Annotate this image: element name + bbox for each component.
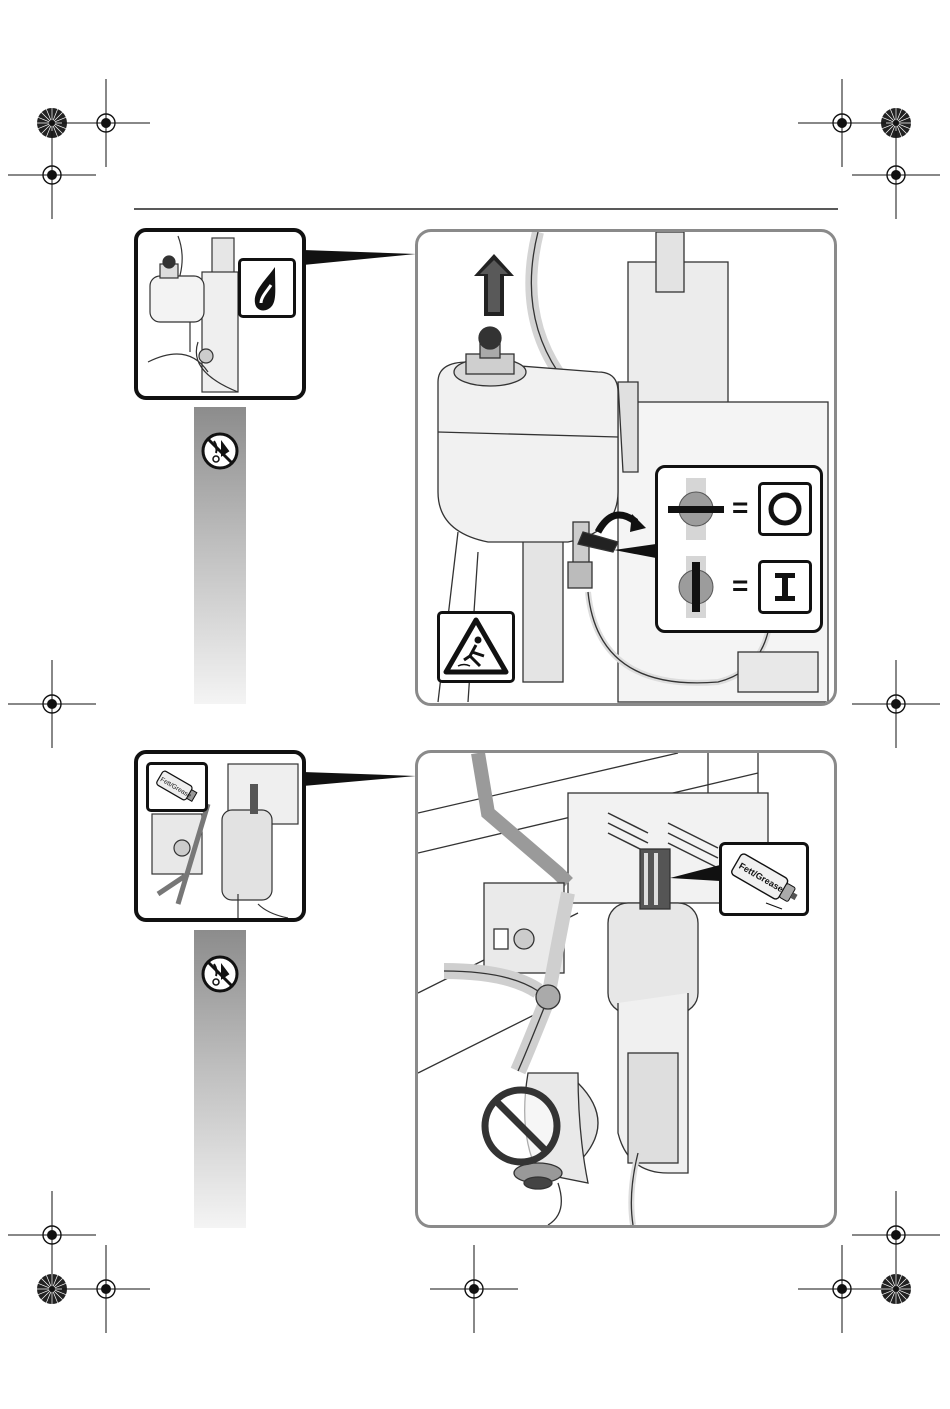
- grease-can-icon: Fett/Grease: [722, 845, 806, 913]
- registration-mark: [852, 131, 940, 219]
- no-lubrication-icon: [200, 431, 240, 471]
- valve-equals-sign: =: [732, 570, 748, 602]
- registration-mark: [852, 660, 940, 748]
- top-side-strip: [194, 407, 246, 704]
- registration-mark: [8, 660, 96, 748]
- grease-can-callout: Fett/Grease: [719, 842, 809, 916]
- valve-off-symbol-box: [758, 482, 812, 536]
- valve-on-symbol: [761, 563, 809, 611]
- valve-closed-icon: [664, 478, 728, 540]
- valve-on-symbol-box: [758, 560, 812, 614]
- top-main-panel: = =: [415, 229, 837, 706]
- top-thumbnail: [134, 228, 306, 400]
- registration-mark: [798, 79, 886, 167]
- slippery-floor-warning-box: [437, 611, 515, 683]
- bottom-side-strip: [194, 930, 246, 1228]
- valve-state-row-closed: =: [664, 478, 816, 540]
- valve-state-row-open: =: [664, 556, 816, 618]
- callout-wedge-top: [303, 250, 416, 265]
- registration-mark: [798, 1245, 886, 1333]
- drill-arbor-illustration: [418, 753, 834, 1225]
- no-lubrication-icon: [200, 954, 240, 994]
- registration-mark: [8, 131, 96, 219]
- grease-can-icon: Fett/Grease: [149, 765, 205, 809]
- registration-mark: [62, 79, 150, 167]
- callout-wedge-bottom: [303, 772, 416, 786]
- bottom-thumbnail: Fett/Grease: [134, 750, 306, 922]
- color-bar-star-bottom-right: [881, 1274, 911, 1304]
- prohibited-icon: [485, 1090, 557, 1162]
- valve-equals-sign: =: [732, 492, 748, 524]
- valve-off-symbol: [761, 485, 809, 533]
- grease-can-thumb-box: Fett/Grease: [146, 762, 208, 812]
- registration-mark: [430, 1245, 518, 1333]
- registration-mark: [852, 1191, 940, 1279]
- slippery-floor-warning-icon: [440, 614, 512, 680]
- registration-mark: [62, 1245, 150, 1333]
- bottom-main-panel: Fett/Grease: [415, 750, 837, 1228]
- valve-state-callout: = =: [655, 465, 823, 633]
- lift-arrow-icon: [474, 254, 514, 316]
- registration-mark: [8, 1191, 96, 1279]
- valve-open-icon: [664, 556, 728, 618]
- oil-drop-icon: [241, 261, 293, 315]
- oil-drop-icon-box: [238, 258, 296, 318]
